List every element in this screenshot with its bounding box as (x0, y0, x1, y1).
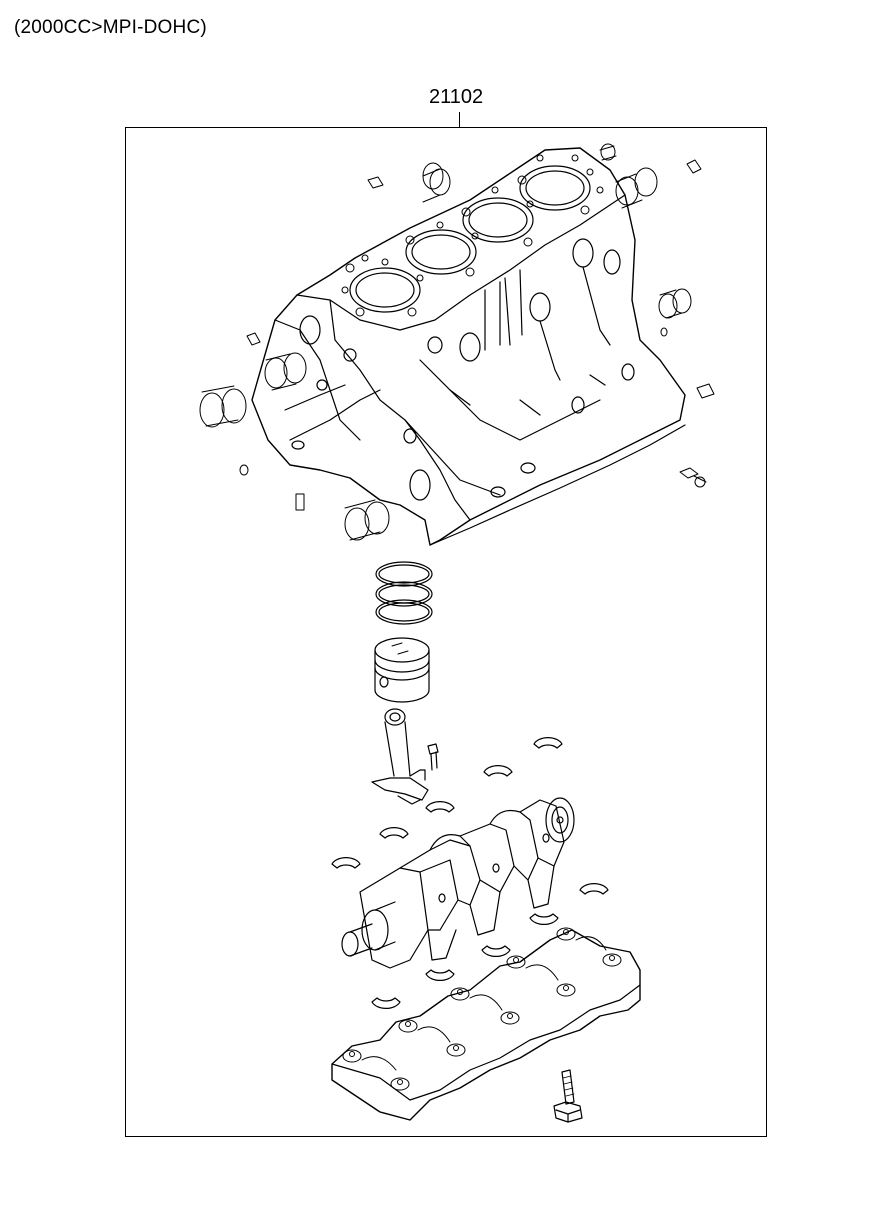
engine-variant-label: (2000CC>MPI-DOHC) (14, 17, 207, 38)
core-plug (423, 163, 450, 202)
core-plug (200, 386, 246, 427)
connecting-rod-bolt[interactable] (428, 744, 438, 770)
block-plugs-and-dowels[interactable] (200, 144, 714, 540)
main-bearing-shell (426, 970, 454, 980)
connecting-rod[interactable] (372, 709, 428, 804)
main-bearing-cap-beam[interactable] (332, 928, 640, 1120)
part-number-leader-line (459, 112, 460, 128)
main-bearing-shell (534, 738, 562, 748)
bearing-shells[interactable] (332, 738, 608, 1009)
crankshaft[interactable] (342, 798, 574, 968)
dowel-pin (697, 384, 714, 398)
core-plug (345, 500, 389, 540)
core-plug (659, 289, 691, 318)
main-bearing-shell (530, 914, 558, 924)
dowel-pin (240, 465, 248, 475)
dowel-pin (368, 177, 383, 188)
main-bearing-shell (484, 766, 512, 776)
main-bearing-shell (372, 998, 400, 1008)
piston[interactable] (375, 638, 429, 702)
main-bearing-shell (580, 884, 608, 894)
part-number-label[interactable]: 21102 (429, 86, 484, 108)
assembly-frame (125, 127, 767, 1137)
main-bearing-shell (482, 946, 510, 956)
dowel-pin (296, 494, 304, 510)
dowel-pin (687, 160, 701, 173)
cylinder-block[interactable] (252, 148, 685, 545)
piston-rings[interactable] (376, 562, 432, 624)
main-bearing-shell (426, 802, 454, 812)
core-plug (600, 144, 616, 160)
dowel-pin (661, 328, 667, 336)
cap-bolt[interactable] (554, 1070, 582, 1122)
main-bearing-shell (332, 858, 360, 868)
main-bearing-shell (380, 828, 408, 838)
core-plug (265, 353, 306, 390)
dowel-pin (247, 333, 260, 345)
drain-bolt (680, 468, 706, 487)
core-plug (616, 168, 657, 208)
